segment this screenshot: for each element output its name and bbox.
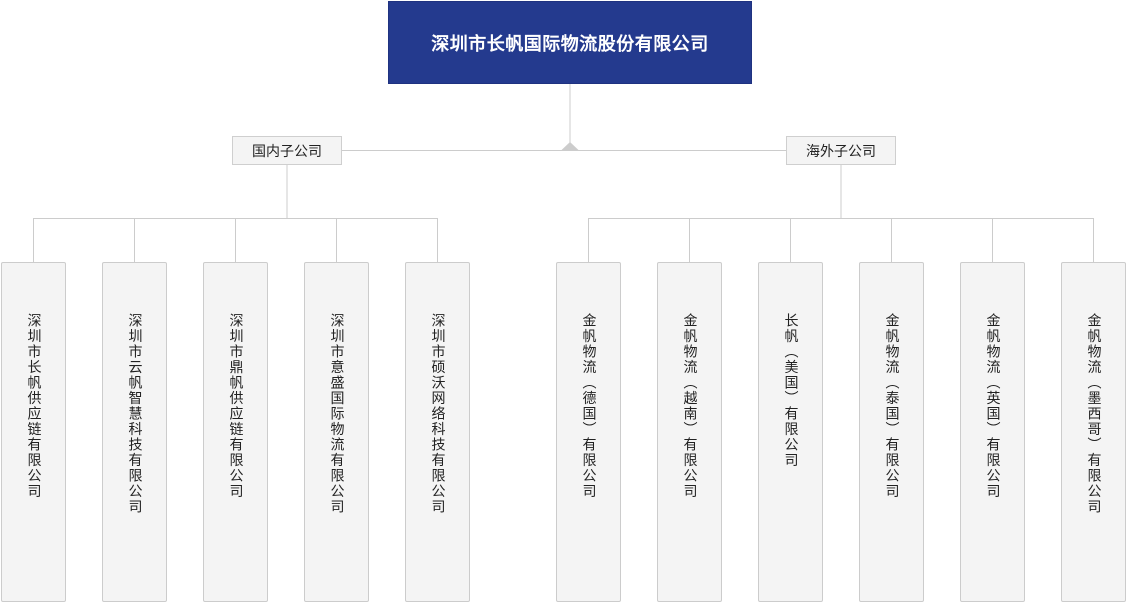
subsidiary-box: 深圳市长帆供应链有限公司: [1, 262, 66, 602]
subsidiary-label: 深圳市长帆供应链有限公司: [25, 313, 42, 499]
subsidiary-box: 金帆物流（墨西哥）有限公司: [1061, 262, 1126, 602]
subsidiary-label: 深圳市云帆智慧科技有限公司: [126, 313, 143, 515]
subsidiary-box: 深圳市云帆智慧科技有限公司: [102, 262, 167, 602]
domestic-subsidiaries-label: 国内子公司: [252, 143, 322, 160]
root-company-box: 深圳市长帆国际物流股份有限公司: [388, 1, 752, 84]
subsidiary-label: 金帆物流（泰国）有限公司: [883, 313, 900, 499]
domestic-subsidiaries-box: 国内子公司: [232, 136, 342, 165]
subsidiary-label: 长帆（美国）有限公司: [782, 313, 799, 468]
subsidiary-box: 深圳市鼎帆供应链有限公司: [203, 262, 268, 602]
subsidiary-label: 金帆物流（英国）有限公司: [984, 313, 1001, 499]
subsidiary-box: 长帆（美国）有限公司: [758, 262, 823, 602]
subsidiary-box: 金帆物流（越南）有限公司: [657, 262, 722, 602]
subsidiary-label: 深圳市鼎帆供应链有限公司: [227, 313, 244, 499]
subsidiary-label: 深圳市意盛国际物流有限公司: [328, 313, 345, 515]
subsidiary-box: 金帆物流（泰国）有限公司: [859, 262, 924, 602]
subsidiary-box: 金帆物流（德国）有限公司: [556, 262, 621, 602]
overseas-subsidiaries-label: 海外子公司: [806, 143, 876, 160]
subsidiary-box: 深圳市意盛国际物流有限公司: [304, 262, 369, 602]
subsidiary-box: 金帆物流（英国）有限公司: [960, 262, 1025, 602]
subsidiary-label: 金帆物流（墨西哥）有限公司: [1085, 313, 1102, 515]
subsidiary-label: 金帆物流（德国）有限公司: [580, 313, 597, 499]
overseas-subsidiaries-box: 海外子公司: [786, 136, 896, 165]
subsidiary-label: 深圳市硕沃网络科技有限公司: [429, 313, 446, 515]
root-company-label: 深圳市长帆国际物流股份有限公司: [431, 33, 709, 55]
subsidiary-label: 金帆物流（越南）有限公司: [681, 313, 698, 499]
subsidiary-box: 深圳市硕沃网络科技有限公司: [405, 262, 470, 602]
junction-caret: [561, 142, 579, 151]
